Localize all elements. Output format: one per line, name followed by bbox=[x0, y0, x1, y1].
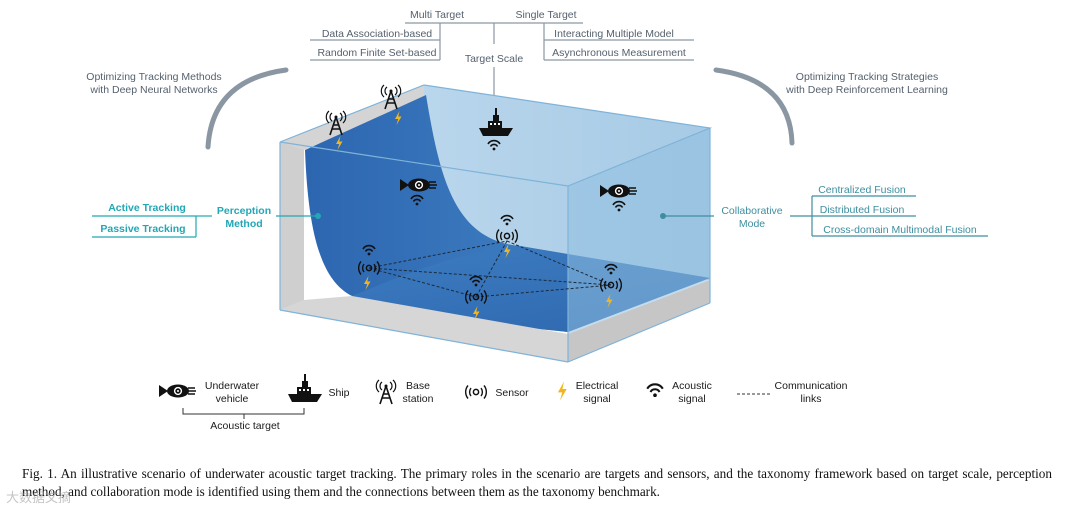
legend-electrical-line2: signal bbox=[583, 393, 610, 405]
cross-domain-fusion-item: Cross-domain Multimodal Fusion bbox=[823, 224, 977, 236]
perception-title-line1: Perception bbox=[217, 205, 271, 217]
collaborative-title-line1: Collaborative bbox=[721, 205, 782, 217]
strategies-note: Optimizing Tracking Strategies with Deep… bbox=[713, 67, 948, 146]
tank-bottom-side bbox=[568, 280, 710, 362]
legend-acoustic-signal-line2: signal bbox=[678, 393, 705, 405]
methods-note-line2: with Deep Neural Networks bbox=[89, 84, 217, 96]
communication-links bbox=[368, 240, 612, 298]
data-association-item: Data Association-based bbox=[322, 28, 432, 40]
acoustic-signal-icon bbox=[646, 383, 664, 399]
legend: Underwater vehicle Ship Acoustic target … bbox=[158, 374, 848, 432]
multi-target-label: Multi Target bbox=[410, 9, 464, 21]
active-tracking-item: Active Tracking bbox=[108, 202, 186, 214]
strategies-arc bbox=[713, 67, 795, 146]
methods-arc bbox=[205, 67, 289, 150]
perception-title-line2: Method bbox=[225, 218, 262, 230]
single-target-label: Single Target bbox=[515, 9, 576, 21]
underwater-vehicle-icon bbox=[158, 383, 197, 399]
legend-electrical-line1: Electrical bbox=[576, 380, 619, 392]
legend-communication-line1: Communication bbox=[775, 380, 848, 392]
legend-base-station-line1: Base bbox=[406, 380, 430, 392]
tank-right-face bbox=[568, 128, 710, 334]
target-scale-title: Target Scale bbox=[465, 53, 524, 65]
methods-note: Optimizing Tracking Methods with Deep Ne… bbox=[86, 67, 289, 150]
target-scale-tree: Multi Target Single Target Target Scale … bbox=[310, 9, 694, 100]
collaborative-tree: Collaborative Mode Centralized Fusion Di… bbox=[660, 184, 988, 237]
passive-tracking-item: Passive Tracking bbox=[100, 223, 185, 235]
ship-icon bbox=[288, 374, 322, 402]
legend-communication-line2: links bbox=[800, 393, 821, 405]
strategies-note-line1: Optimizing Tracking Strategies bbox=[796, 71, 938, 83]
legend-acoustic-signal-line1: Acoustic bbox=[672, 380, 712, 392]
perception-tree: Active Tracking Passive Tracking Percept… bbox=[92, 202, 321, 238]
legend-sensor: Sensor bbox=[495, 387, 529, 399]
methods-note-line1: Optimizing Tracking Methods bbox=[86, 71, 221, 83]
legend-acoustic-target: Acoustic target bbox=[210, 420, 280, 432]
legend-ship: Ship bbox=[328, 387, 349, 399]
figure-caption: Fig. 1. An illustrative scenario of unde… bbox=[22, 466, 1052, 499]
centralized-fusion-item: Centralized Fusion bbox=[818, 184, 906, 196]
legend-base-station-line2: station bbox=[403, 393, 434, 405]
sensor-icon bbox=[464, 384, 488, 400]
tank-left-wall bbox=[280, 85, 424, 310]
random-finite-set-item: Random Finite Set-based bbox=[317, 47, 436, 59]
distributed-fusion-item: Distributed Fusion bbox=[820, 204, 905, 216]
watermark: 大数据文摘 bbox=[6, 490, 72, 505]
imm-item: Interacting Multiple Model bbox=[554, 28, 674, 40]
legend-underwater-vehicle-line2: vehicle bbox=[216, 393, 249, 405]
tank-bottom-front bbox=[280, 296, 568, 362]
async-measurement-item: Asynchronous Measurement bbox=[552, 47, 686, 59]
collaborative-title-line2: Mode bbox=[739, 218, 765, 230]
legend-underwater-vehicle-line1: Underwater bbox=[205, 380, 260, 392]
base-station-icon bbox=[375, 379, 397, 405]
water-tank bbox=[279, 84, 713, 363]
strategies-note-line2: with Deep Reinforcement Learning bbox=[785, 84, 948, 96]
lightning-icon bbox=[557, 381, 567, 401]
